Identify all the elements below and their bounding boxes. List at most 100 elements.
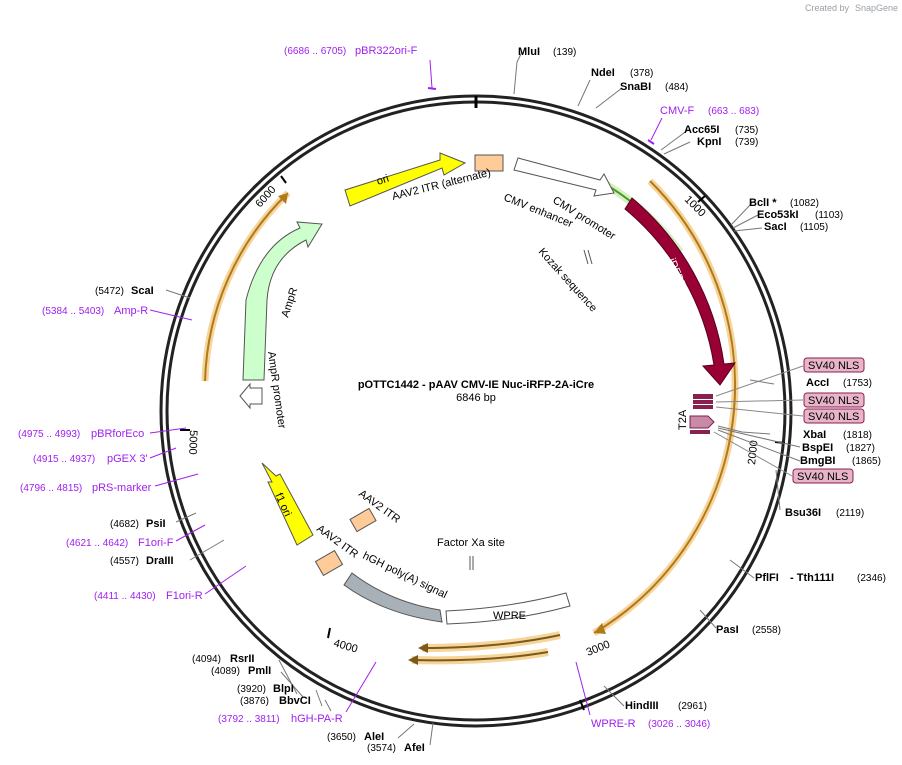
enzyme-name: NdeI [591,67,615,79]
primer-name: hGH-PA-R [291,713,343,725]
enzyme-pos: (2346) [857,573,886,584]
enzyme-name: ScaI [131,285,154,297]
t2a-label: T2A [677,409,689,430]
primer-name: pBR322ori-F [355,45,418,57]
enzyme-pos: (2558) [752,625,781,636]
enzyme-pos: (4094) [192,654,221,665]
primer-name: WPRE-R [591,718,636,730]
enzyme-pos: (1818) [843,430,872,441]
enzyme-name: AccI [806,377,829,389]
wpre-feature [445,592,571,625]
enzyme-pos: (1865) [852,456,881,467]
aav2-itr-alt-feature [474,154,504,172]
tick-label: 4000 [332,637,359,655]
tick-label: 2000 [746,440,760,466]
enzyme-labels: MluI (139) NdeI (378) SnaBI (484) Acc65I… [95,46,886,754]
nls-box [803,408,865,424]
primer-range: (3792 .. 3811) [218,714,280,725]
nls-box [792,468,854,484]
tick-label: 3000 [585,638,612,658]
nls-label: SV40 NLS [808,360,859,372]
enzyme-name: PasI [716,624,739,636]
enzyme-name: MluI [518,46,540,58]
plasmid-title: pOTTC1442 - pAAV CMV-IE Nuc-iRFP-2A-iCre [358,379,594,391]
hgh-polya-feature [343,572,443,623]
ampr-promoter-feature [239,382,263,410]
ampr-promoter-label: AmpR promoter [265,351,288,430]
enzyme-pos: (3574) [367,743,396,754]
nls-box [803,357,865,373]
enzyme-name: SacI [764,221,787,233]
enzyme-name: BclI * [749,197,777,209]
enzyme-name: - Tth111I [790,572,834,584]
enzyme-name: AleI [364,731,384,743]
plasmid-length: 6846 bp [456,392,496,404]
enzyme-name: SnaBI [620,81,651,93]
primer-name: CMV-F [660,105,695,117]
nls-labels: SV40 NLS SV40 NLS SV40 NLS SV40 NLS [713,357,865,484]
enzyme-pos: (1082) [790,198,819,209]
enzyme-name: RsrII [230,653,254,665]
enzyme-name: KpnI [697,136,721,148]
primer-range: (4796 .. 4815) [20,483,82,494]
primer-name: F1ori-R [166,590,203,602]
backbone-outer [159,94,793,728]
enzyme-name: PflFI [755,572,779,584]
enzyme-name: PmlI [248,665,271,677]
primer-range: (3026 .. 3046) [648,719,710,730]
primer-name: F1ori-F [138,537,174,549]
primer-markers [149,59,663,716]
enzyme-pos: (4557) [110,556,139,567]
primer-name: Amp-R [114,305,148,317]
cmv-enhancer-feature [513,157,615,197]
enzyme-pos: (3650) [327,732,356,743]
enzyme-name: BspEI [802,442,833,454]
snapgene-brand: SnapGene [855,3,898,13]
ori-feature [344,152,467,207]
primer-range: (4975 .. 4993) [18,429,80,440]
enzyme-name: BlpI [273,683,294,695]
irfp713-feature [624,197,737,386]
enzyme-pos: (3876) [240,696,269,707]
nls-features [689,394,715,434]
wpre-label: WPRE [493,610,526,622]
enzyme-name: BmgBI [800,455,835,467]
enzyme-pos: (378) [630,68,653,79]
aav2-itr-feature [349,507,377,533]
nls-label: SV40 NLS [797,471,848,483]
ampr-label: AmpR [279,286,300,319]
enzyme-name: PsiI [146,518,166,530]
enzyme-name: DraIII [146,555,174,567]
primer-labels: (6686 .. 6705) pBR322ori-F CMV-F (663 ..… [18,45,759,730]
primer-range: (4915 .. 4937) [33,454,95,465]
primer-range: (4411 .. 4430) [94,591,156,602]
enzyme-pos: (2961) [678,701,707,712]
orf-arcs [201,178,739,665]
enzyme-pos: (1753) [843,378,872,389]
enzyme-pos: (484) [665,82,688,93]
enzyme-name: Eco53kI [757,209,799,221]
ampr-feature [242,221,323,381]
primer-name: pRS-marker [92,482,152,494]
enzyme-name: AfeI [404,742,425,754]
enzyme-name: Acc65I [684,124,719,136]
enzyme-name: Bsu36I [785,507,821,519]
nls-box [803,392,865,408]
primer-range: (4621 .. 4642) [66,538,128,549]
primer-name: pGEX 3' [107,453,148,465]
enzyme-pos: (2119) [836,508,864,519]
enzyme-pos: (139) [553,47,576,58]
enzyme-name: XbaI [803,429,826,441]
enzyme-pos: (3920) [237,684,266,695]
credit-label: Created by [805,3,850,13]
nls-label: SV40 NLS [808,411,859,423]
aav2-itr-2-feature [314,549,344,577]
ori-label: ori [375,173,390,188]
primer-range: (5384 .. 5403) [42,306,104,317]
enzyme-pos: (4089) [211,666,240,677]
nls-label: SV40 NLS [808,395,859,407]
enzyme-pos: (1105) [800,222,828,233]
primer-name: pBRforEco [91,428,144,440]
enzyme-pos: (1103) [815,210,843,221]
